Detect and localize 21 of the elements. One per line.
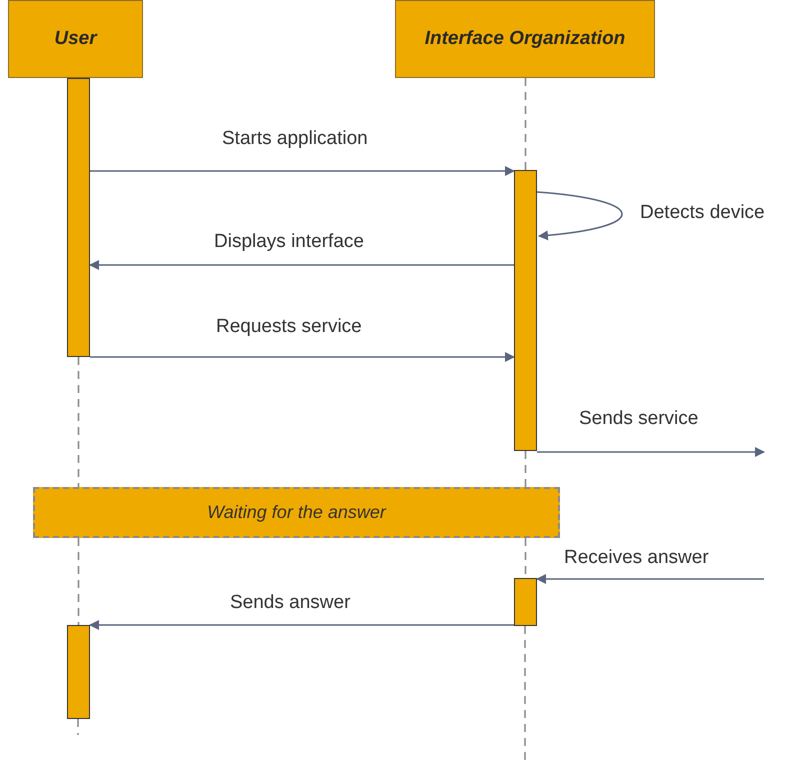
waiting-band (33, 487, 560, 538)
lifeline-name: User (54, 28, 97, 50)
message-arrow (89, 260, 514, 270)
activation-bar (67, 78, 90, 357)
message-arrow (536, 574, 764, 584)
lifeline (78, 357, 80, 487)
activation-bar (514, 170, 537, 451)
lifeline-name: Interface Organization (424, 28, 626, 50)
activation-bar (514, 578, 537, 626)
message-arrow (90, 166, 515, 176)
band-label: Waiting for the answer (207, 502, 386, 523)
self-message-arrow (536, 191, 623, 240)
lifeline (524, 78, 526, 170)
lifeline-header-box (395, 0, 655, 78)
message-arrow (537, 447, 765, 457)
activation-bar (67, 625, 90, 719)
lifeline (78, 538, 80, 625)
lifeline (524, 451, 526, 487)
message-arrow (90, 352, 515, 362)
message-arrow (89, 620, 514, 630)
lifeline-header-box (8, 0, 143, 78)
